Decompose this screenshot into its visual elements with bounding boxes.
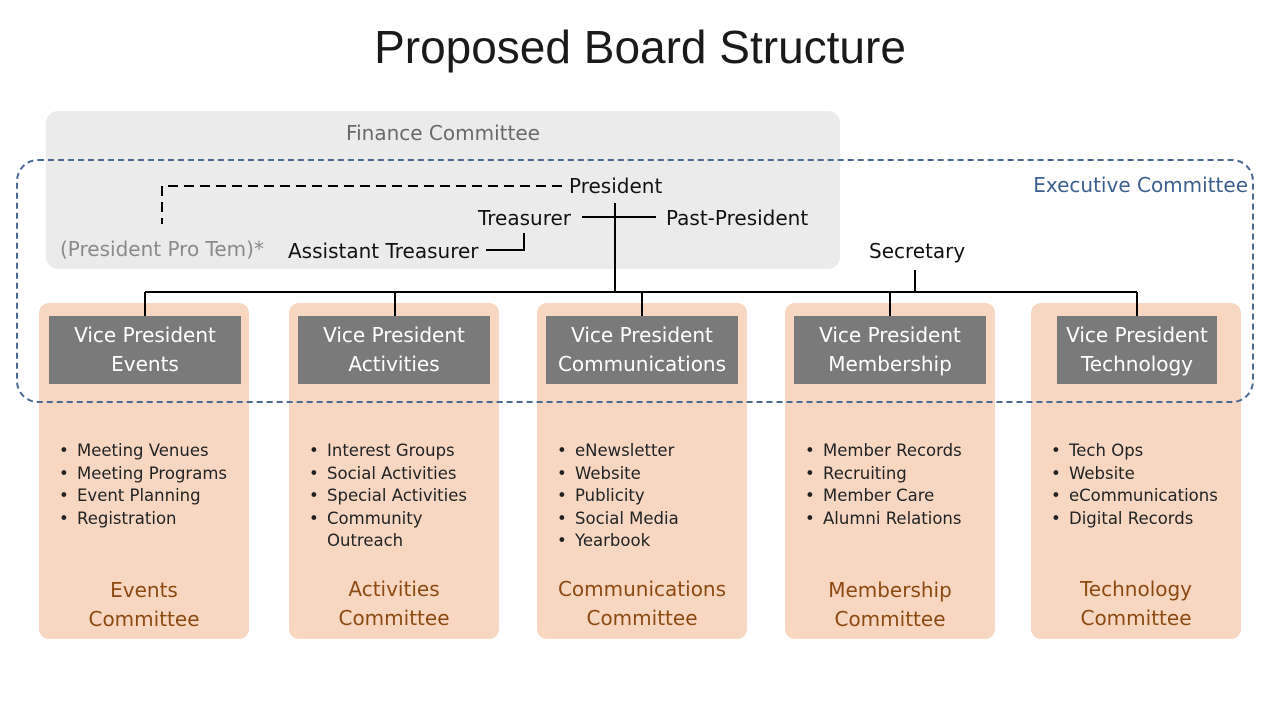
executive-committee-label: Executive Committee <box>1033 173 1248 197</box>
duty-item: Yearbook <box>557 530 679 553</box>
vp-communications-box: Vice President Communications <box>546 316 738 384</box>
duty-item: Website <box>557 463 679 486</box>
vp-activities-box: Vice President Activities <box>298 316 490 384</box>
technology-committee-name: Technology Committee <box>1031 575 1241 633</box>
committee-name-line1: Communications <box>557 577 727 601</box>
vp-area: Communications <box>557 352 727 376</box>
committee-name-line1: Membership <box>828 578 952 602</box>
duty-item: eCommunications <box>1051 485 1218 508</box>
duty-item: Recruiting <box>805 463 962 486</box>
events-duties-list: Meeting VenuesMeeting ProgramsEvent Plan… <box>39 440 227 530</box>
committee-name-line2: Committee <box>1080 606 1192 630</box>
duty-item: Alumni Relations <box>805 508 962 531</box>
finance-committee-region <box>46 111 840 269</box>
duty-item: Social Activities <box>309 463 467 486</box>
vp-area: Activities <box>348 352 440 376</box>
committee-name-line2: Committee <box>338 606 450 630</box>
committee-name-line2: Committee <box>586 606 698 630</box>
duty-item: Registration <box>59 508 227 531</box>
duty-item: Tech Ops <box>1051 440 1218 463</box>
finance-committee-label: Finance Committee <box>346 121 540 145</box>
vp-technology-box: Vice President Technology <box>1057 316 1217 384</box>
activities-duties-list: Interest GroupsSocial ActivitiesSpecial … <box>289 440 467 553</box>
secretary-label: Secretary <box>869 239 966 263</box>
past-president-label: Past-President <box>666 206 809 230</box>
committee-name-line2: Committee <box>834 607 946 631</box>
duty-item: Meeting Venues <box>59 440 227 463</box>
events-committee-name: Events Committee <box>39 576 249 634</box>
vp-membership-box: Vice President Membership <box>794 316 986 384</box>
membership-committee-name: Membership Committee <box>785 576 995 634</box>
vp-events-box: Vice President Events <box>49 316 241 384</box>
duty-item: Publicity <box>557 485 679 508</box>
treasurer-label: Treasurer <box>478 206 572 230</box>
committee-name-line1: Activities <box>348 577 440 601</box>
vp-title: Vice President <box>819 323 961 347</box>
duty-item: Social Media <box>557 508 679 531</box>
duty-item: Meeting Programs <box>59 463 227 486</box>
committee-name-line2: Committee <box>88 607 200 631</box>
duty-item: Interest Groups <box>309 440 467 463</box>
executive-committee-region <box>16 159 1254 403</box>
vp-area: Technology <box>1080 352 1194 376</box>
technology-duties-list: Tech OpsWebsiteeCommunicationsDigital Re… <box>1031 440 1218 530</box>
committee-name-line1: Events <box>110 578 178 602</box>
vp-title: Vice President <box>571 323 713 347</box>
duty-item: Member Records <box>805 440 962 463</box>
communications-committee-name: Communications Committee <box>537 575 747 633</box>
duty-item: eNewsletter <box>557 440 679 463</box>
duty-item: Member Care <box>805 485 962 508</box>
activities-committee-name: Activities Committee <box>289 575 499 633</box>
membership-duties-list: Member RecordsRecruitingMember CareAlumn… <box>785 440 962 530</box>
duty-item: Event Planning <box>59 485 227 508</box>
committee-name-line1: Technology <box>1079 577 1193 601</box>
vp-area: Events <box>111 352 179 376</box>
vp-area: Membership <box>828 352 952 376</box>
vp-title: Vice President <box>74 323 216 347</box>
duty-item: Website <box>1051 463 1218 486</box>
vp-title: Vice President <box>323 323 465 347</box>
page-title: Proposed Board Structure <box>374 21 906 73</box>
president-pro-tem-label: (President Pro Tem)* <box>60 237 264 261</box>
vp-title: Vice President <box>1066 323 1208 347</box>
duty-item: Special Activities <box>309 485 467 508</box>
communications-duties-list: eNewsletterWebsitePublicitySocial MediaY… <box>537 440 679 553</box>
duty-item: Digital Records <box>1051 508 1218 531</box>
president-label: President <box>569 174 663 198</box>
assistant-treasurer-label: Assistant Treasurer <box>288 239 479 263</box>
